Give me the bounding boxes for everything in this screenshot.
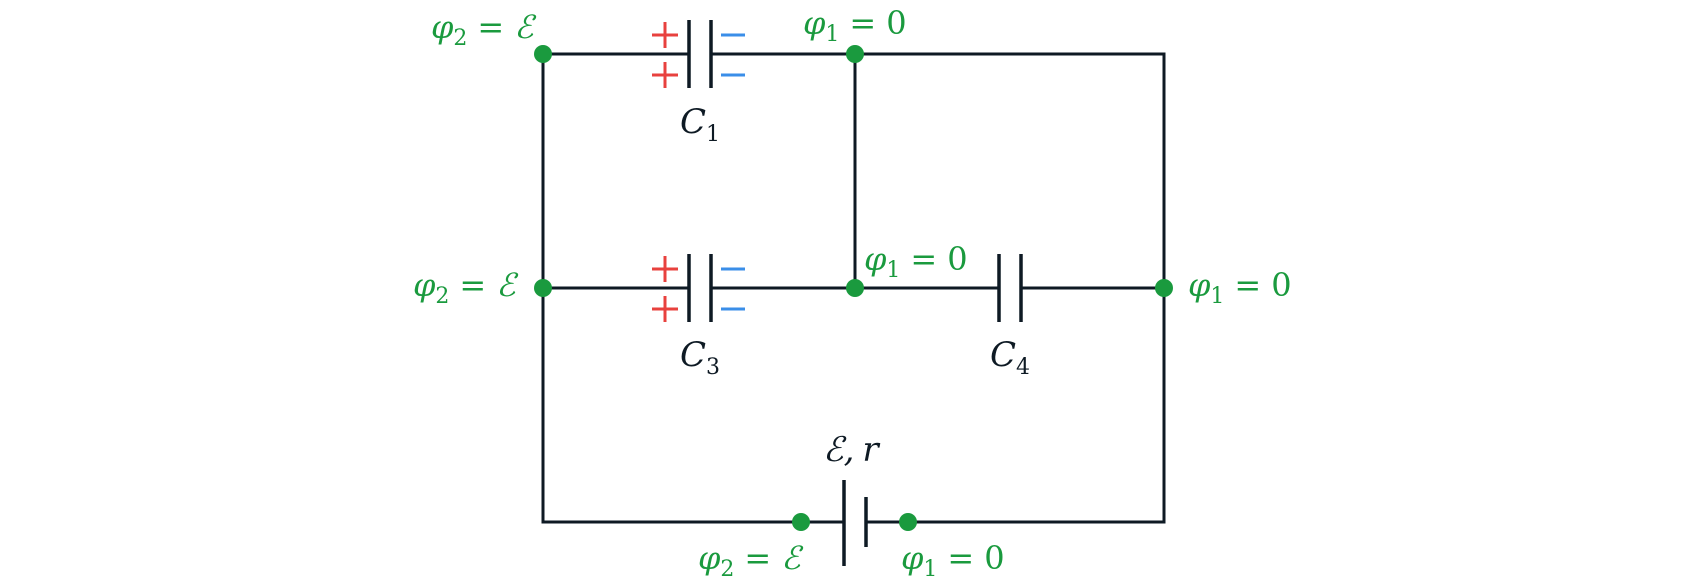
- potential-label-battery-right: φ1=0: [901, 539, 1005, 578]
- capacitor-c3-label: C3: [680, 335, 720, 380]
- node-top-left: [534, 45, 552, 63]
- capacitor-c4: C4: [990, 254, 1030, 380]
- battery: ℰ,r: [823, 430, 880, 566]
- potential-label-top-left: φ2=ℰ: [431, 8, 537, 51]
- potential-label-mid-center: φ1=0: [864, 240, 968, 283]
- node-battery-right: [899, 513, 917, 531]
- node-mid-center: [846, 279, 864, 297]
- potential-labels: φ2=ℰ φ1=0 φ2=ℰ φ1=0 φ1=0 φ2=ℰ φ1=0: [413, 4, 1292, 578]
- capacitor-c3-plus-top: [652, 256, 678, 282]
- capacitor-c1: C1: [652, 20, 745, 147]
- capacitor-c1-label: C1: [680, 102, 720, 147]
- capacitor-c1-plus-top: [652, 22, 678, 48]
- battery-label: ℰ,r: [823, 430, 880, 470]
- node-top-middle: [846, 45, 864, 63]
- node-mid-left: [534, 279, 552, 297]
- potential-label-mid-left: φ2=ℰ: [413, 266, 519, 309]
- node-battery-left: [792, 513, 810, 531]
- capacitor-c3: C3: [652, 254, 745, 380]
- capacitor-c4-label: C4: [990, 335, 1030, 380]
- potential-label-top-middle: φ1=0: [803, 4, 907, 47]
- capacitor-c1-plus-bottom: [652, 62, 678, 88]
- capacitor-c3-plus-bottom: [652, 296, 678, 322]
- node-mid-right: [1155, 279, 1173, 297]
- nodes: [534, 45, 1173, 531]
- potential-label-mid-right: φ1=0: [1188, 266, 1292, 309]
- potential-label-battery-left: φ2=ℰ: [698, 539, 804, 578]
